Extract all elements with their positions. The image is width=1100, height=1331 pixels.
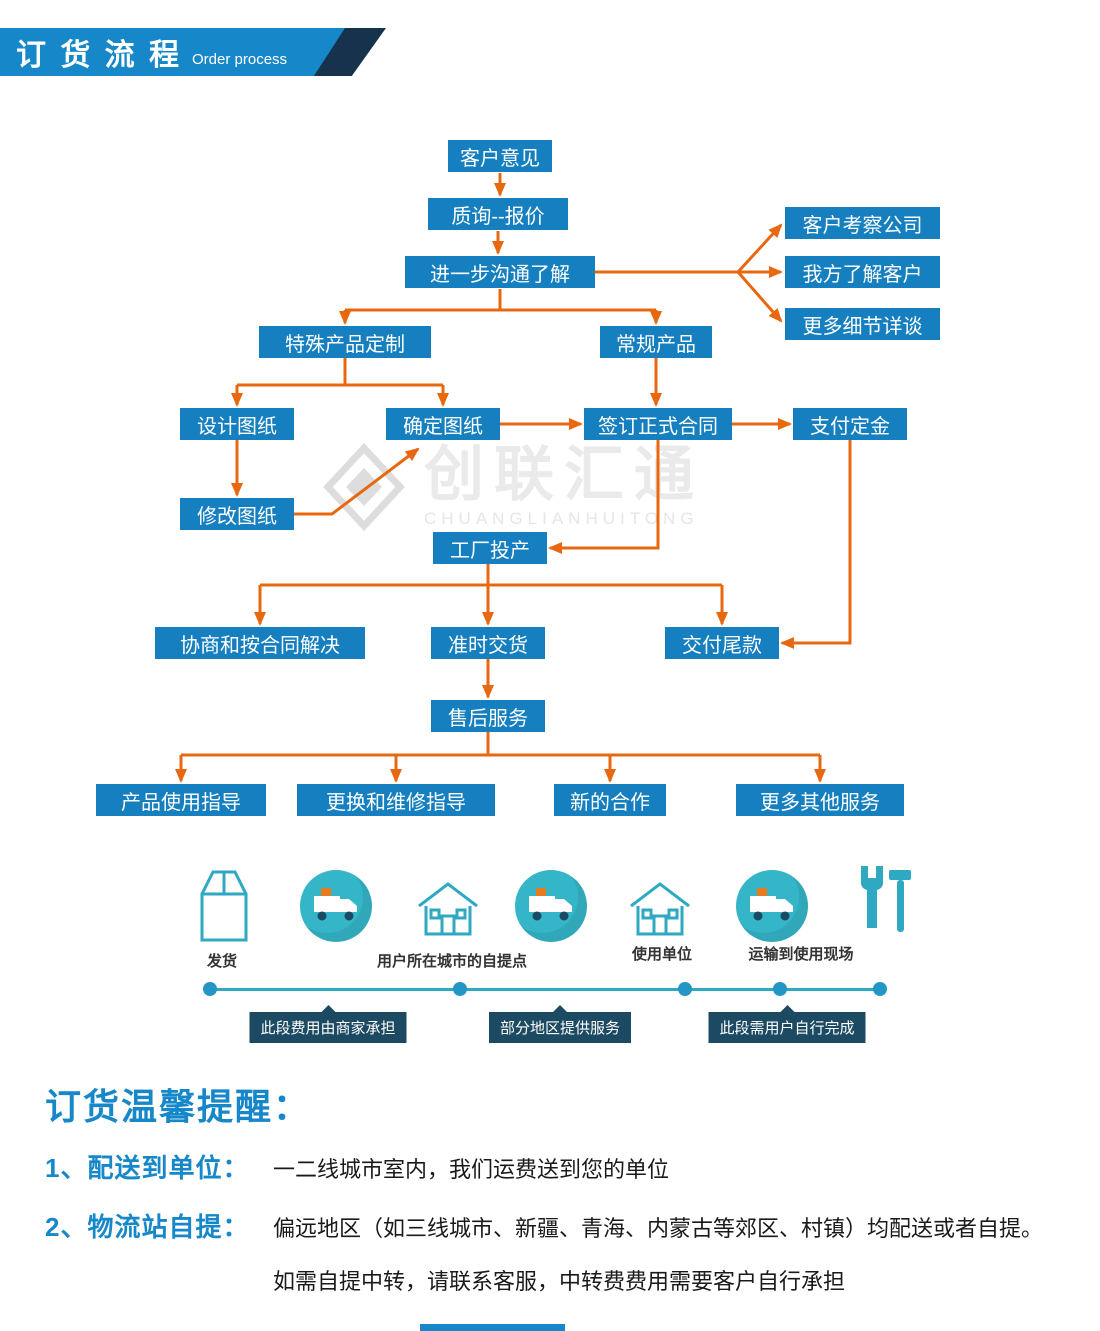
reminder-item-delivery-text: 一二线城市室内，我们运费送到您的单位 (273, 1157, 670, 1182)
step-label-transport-to-site: 运输到使用现场 (748, 946, 854, 963)
flow-node-further-communication: 进一步沟通了解 (405, 256, 595, 288)
flow-node-new-cooperation: 新的合作 (554, 784, 666, 816)
page-subtitle: Order process (192, 50, 288, 68)
house-icon (415, 878, 481, 943)
reminder-item-delivery-label: 1、配送到单位： (45, 1153, 250, 1183)
flow-node-more-details-discussion: 更多细节详谈 (785, 308, 940, 340)
flow-node-factory-production: 工厂投产 (433, 532, 547, 564)
flow-node-customer-opinion: 客户意见 (448, 140, 552, 172)
step-label-using-unit: 使用单位 (631, 946, 693, 963)
brand-name-cn: 创联汇通 (424, 441, 704, 508)
step-label-pickup-point: 用户所在城市的自提点 (376, 953, 528, 970)
brand-name-en: CHUANGLIANHUITONG (424, 509, 699, 528)
flow-node-we-understand-customer: 我方了解客户 (785, 256, 940, 288)
flow-node-replacement-repair-guide: 更换和维修指导 (297, 784, 495, 816)
reminder-item-self-pickup-text: 偏远地区（如三线城市、新疆、青海、内蒙古等郊区、村镇）均配送或者自提。 (273, 1216, 1044, 1241)
package-icon (193, 864, 255, 951)
flow-node-customer-visit-company: 客户考察公司 (785, 207, 940, 239)
reminder-item-self-pickup: 2、物流站自提： 偏远地区（如三线城市、新疆、青海、内蒙古等郊区、村镇）均配送或… (45, 1207, 1043, 1244)
flow-node-sign-contract: 签订正式合同 (584, 408, 732, 440)
flow-node-pay-balance: 交付尾款 (665, 627, 779, 659)
brand-diamond-icon (323, 442, 405, 532)
reminder-item-delivery: 1、配送到单位： 一二线城市室内，我们运费送到您的单位 (45, 1148, 669, 1185)
page-header: 订 货 流 程 Order process (0, 28, 420, 76)
flow-node-product-usage-guide: 产品使用指导 (96, 784, 266, 816)
flow-node-negotiate-resolution: 协商和按合同解决 (155, 627, 365, 659)
step-label-ship: 发货 (206, 953, 238, 970)
timeline-dot (453, 982, 467, 996)
brand-watermark: 创联汇通 CHUANGLIANHUITONG (322, 442, 704, 532)
flow-node-inquiry-quotation: 质询--报价 (428, 198, 568, 230)
timeline-dot (873, 982, 887, 996)
truck-icon (515, 870, 587, 942)
brand-name: 创联汇通 CHUANGLIANHUITONG (424, 445, 704, 529)
timeline-dot (203, 982, 217, 996)
header-title-bar: 订 货 流 程 Order process (0, 28, 345, 76)
bottom-section-edge (420, 1324, 565, 1331)
house-icon (627, 878, 693, 943)
timeline-tag-merchant-cost: 此段费用由商家承担 (249, 1005, 407, 1043)
truck-icon (300, 870, 372, 942)
flow-node-after-sales-service: 售后服务 (431, 700, 545, 732)
timeline (210, 988, 880, 991)
flow-node-pay-deposit: 支付定金 (793, 408, 907, 440)
truck-icon (736, 870, 808, 942)
timeline-dot (678, 982, 692, 996)
flow-node-design-drawing: 设计图纸 (180, 408, 294, 440)
flow-node-on-time-delivery: 准时交货 (431, 627, 545, 659)
reminder-note: 如需自提中转，请联系客服，中转费费用需要客户自行承担 (273, 1269, 846, 1294)
timeline-dot (773, 982, 787, 996)
reminder-title: 订货温馨提醒： (45, 1086, 312, 1127)
tools-icon (855, 862, 913, 945)
timeline-tag-partial-service: 部分地区提供服务 (488, 1005, 632, 1043)
flow-node-modify-drawing: 修改图纸 (180, 498, 294, 530)
flow-node-regular-product: 常规产品 (600, 326, 712, 358)
page-title: 订 货 流 程 (16, 39, 183, 72)
flow-node-custom-product: 特殊产品定制 (259, 326, 431, 358)
reminder-item-self-pickup-label: 2、物流站自提： (45, 1212, 250, 1242)
flow-node-more-services: 更多其他服务 (736, 784, 904, 816)
timeline-tag-user-complete: 此段需用户自行完成 (708, 1005, 866, 1043)
flow-node-confirm-drawing: 确定图纸 (386, 408, 500, 440)
